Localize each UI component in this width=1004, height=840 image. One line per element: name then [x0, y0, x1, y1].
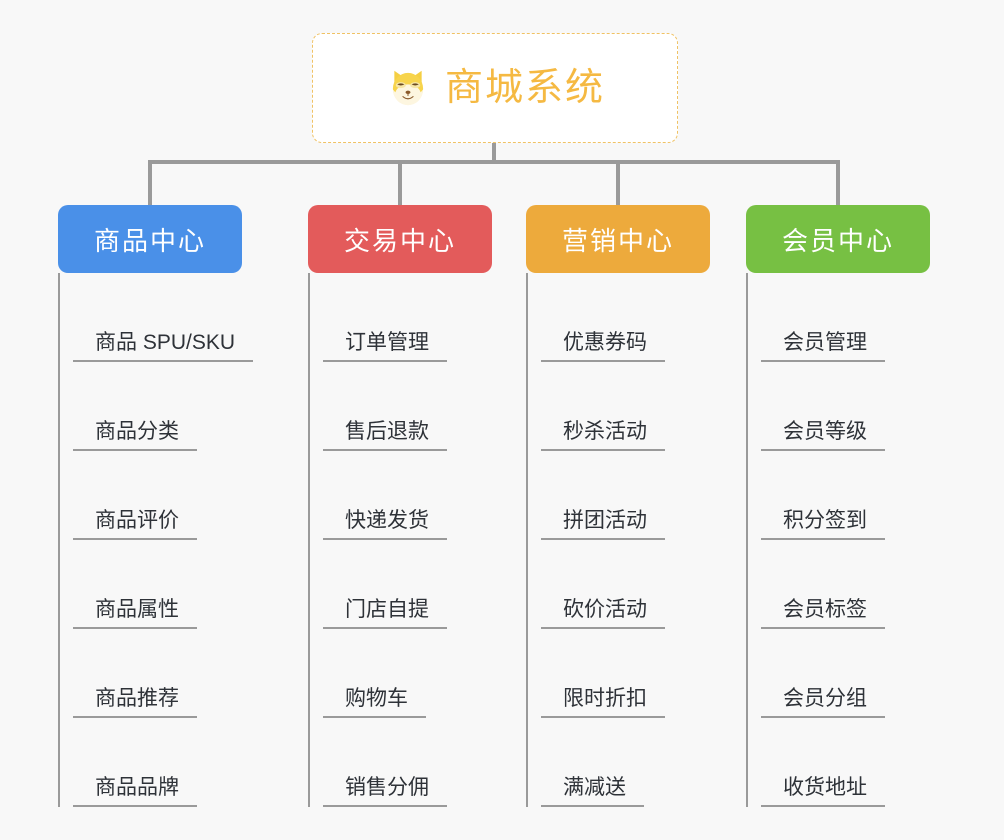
leaf-item-label: 满减送: [541, 776, 644, 807]
leaf-item[interactable]: 商品评价: [73, 451, 242, 540]
leaf-item-label: 会员标签: [761, 598, 885, 629]
root-title: 商城系统: [444, 67, 605, 109]
leaf-list-2: 订单管理售后退款快递发货门店自提购物车销售分佣: [308, 273, 492, 807]
leaf-list-3: 优惠券码秒杀活动拼团活动砍价活动限时折扣满减送: [526, 273, 710, 807]
connector-drop-4: [836, 160, 840, 206]
leaf-item-label: 商品品牌: [73, 776, 197, 807]
leaf-item-label: 会员等级: [761, 420, 885, 451]
leaf-item-label: 售后退款: [323, 420, 447, 451]
branch-node-label: 交易中心: [343, 225, 456, 256]
shiba-dog-face-icon: [385, 65, 431, 111]
leaf-list-4: 会员管理会员等级积分签到会员标签会员分组收货地址: [746, 273, 930, 807]
leaf-item[interactable]: 会员管理: [761, 273, 930, 362]
branch-node-label: 营销中心: [561, 225, 674, 256]
leaf-item-label: 限时折扣: [541, 687, 665, 718]
leaf-item[interactable]: 积分签到: [761, 451, 930, 540]
leaf-item[interactable]: 会员等级: [761, 362, 930, 451]
leaf-item[interactable]: 销售分佣: [323, 718, 492, 807]
branch-node-1[interactable]: 商品中心: [58, 205, 242, 273]
leaf-item[interactable]: 订单管理: [323, 273, 492, 362]
branch-node-3[interactable]: 营销中心: [526, 205, 710, 273]
leaf-item[interactable]: 商品 SPU/SKU: [73, 273, 254, 362]
leaf-item[interactable]: 快递发货: [323, 451, 492, 540]
connector-drop-3: [616, 160, 620, 206]
leaf-item-label: 收货地址: [761, 776, 885, 807]
leaf-item-label: 商品推荐: [73, 687, 197, 718]
leaf-item[interactable]: 优惠券码: [541, 273, 710, 362]
branch-node-4[interactable]: 会员中心: [746, 205, 930, 273]
leaf-item-label: 订单管理: [323, 331, 447, 362]
leaf-item-label: 商品 SPU/SKU: [73, 331, 254, 362]
branch-column-4: 会员中心会员管理会员等级积分签到会员标签会员分组收货地址: [746, 205, 930, 807]
leaf-item-label: 销售分佣: [323, 776, 447, 807]
leaf-item[interactable]: 商品品牌: [73, 718, 242, 807]
leaf-item-label: 会员分组: [761, 687, 885, 718]
branch-column-1: 商品中心商品 SPU/SKU 商品分类商品评价商品属性商品推荐商品品牌: [58, 205, 254, 807]
leaf-item[interactable]: 购物车: [323, 629, 492, 718]
leaf-item[interactable]: 限时折扣: [541, 629, 710, 718]
branch-node-2[interactable]: 交易中心: [308, 205, 492, 273]
leaf-item-label: 快递发货: [323, 509, 447, 540]
branch-node-label: 商品中心: [93, 225, 206, 256]
leaf-item-label: 积分签到: [761, 509, 885, 540]
leaf-item-label: 商品分类: [73, 420, 197, 451]
leaf-item[interactable]: 砍价活动: [541, 540, 710, 629]
leaf-item[interactable]: 商品分类: [73, 362, 242, 451]
branch-column-2: 交易中心订单管理售后退款快递发货门店自提购物车销售分佣: [308, 205, 492, 807]
leaf-item-label: 会员管理: [761, 331, 885, 362]
branch-node-label: 会员中心: [781, 225, 894, 256]
leaf-item-label: 门店自提: [323, 598, 447, 629]
leaf-item-label: 购物车: [323, 687, 426, 718]
leaf-item[interactable]: 门店自提: [323, 540, 492, 629]
leaf-item[interactable]: 拼团活动: [541, 451, 710, 540]
leaf-item-label: 优惠券码: [541, 331, 665, 362]
leaf-item[interactable]: 商品属性: [73, 540, 242, 629]
leaf-item-label: 商品属性: [73, 598, 197, 629]
leaf-item-label: 拼团活动: [541, 509, 665, 540]
root-node[interactable]: 商城系统: [312, 33, 678, 143]
leaf-item[interactable]: 售后退款: [323, 362, 492, 451]
leaf-item[interactable]: 会员分组: [761, 629, 930, 718]
connector-bus: [150, 160, 840, 164]
leaf-list-1: 商品 SPU/SKU 商品分类商品评价商品属性商品推荐商品品牌: [58, 273, 254, 807]
leaf-item-label: 商品评价: [73, 509, 197, 540]
connector-stem: [492, 143, 496, 163]
connector-drop-1: [148, 160, 152, 206]
leaf-item[interactable]: 收货地址: [761, 718, 930, 807]
leaf-item[interactable]: 满减送: [541, 718, 710, 807]
branch-column-3: 营销中心优惠券码秒杀活动拼团活动砍价活动限时折扣满减送: [526, 205, 710, 807]
leaf-item-label: 秒杀活动: [541, 420, 665, 451]
leaf-item-label: 砍价活动: [541, 598, 665, 629]
leaf-item[interactable]: 会员标签: [761, 540, 930, 629]
connector-drop-2: [398, 160, 402, 206]
leaf-item[interactable]: 秒杀活动: [541, 362, 710, 451]
leaf-item[interactable]: 商品推荐: [73, 629, 242, 718]
